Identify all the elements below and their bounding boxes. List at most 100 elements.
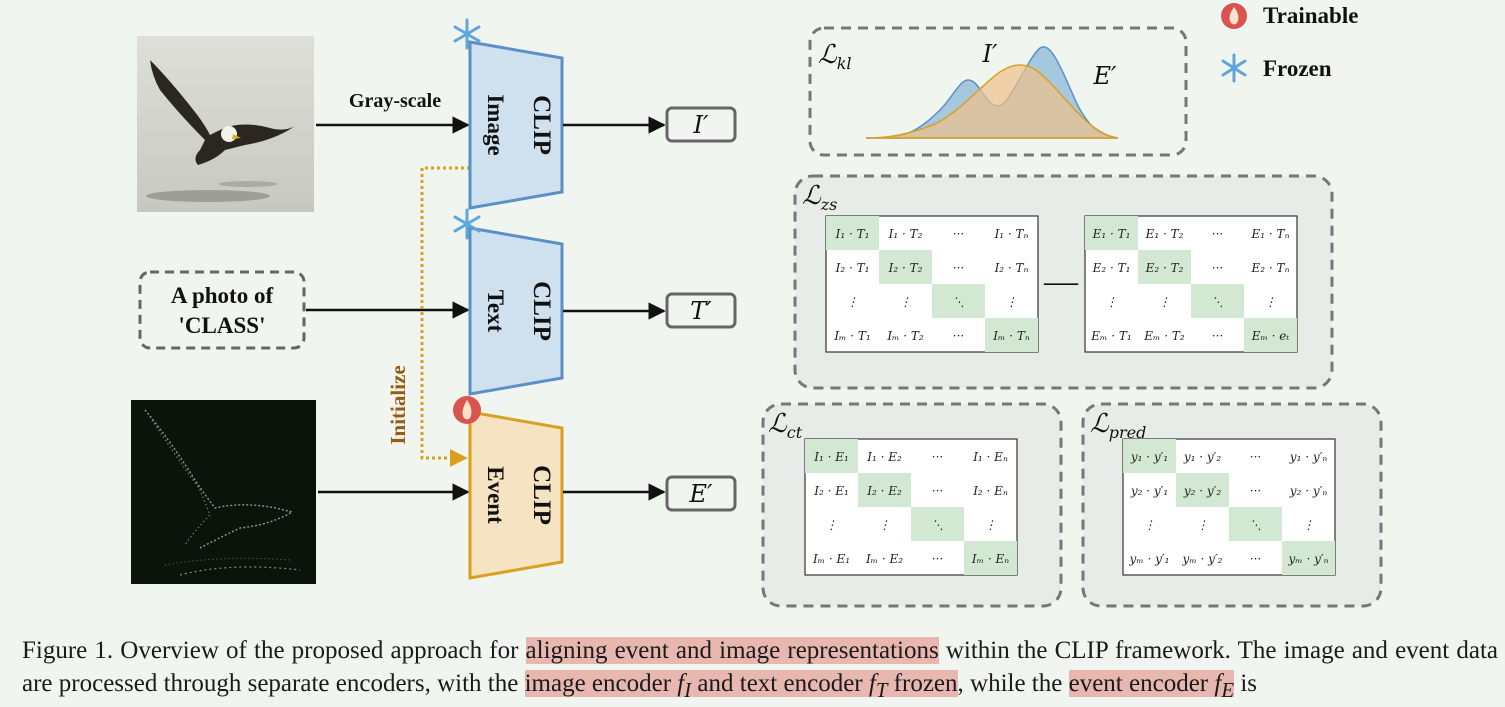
matrix-diagonal-cell xyxy=(1123,439,1176,473)
matrix-cell: Iₘ · E₂ xyxy=(865,552,903,566)
matrix-cell: I₁ · E₁ xyxy=(813,450,849,464)
prompt-line-2: 'CLASS' xyxy=(179,313,266,338)
output-image-label: I′ xyxy=(693,111,709,139)
caption-highlight: aligning event and image representations xyxy=(525,637,939,664)
matrix-frame xyxy=(825,215,1039,353)
clip-event-label-1: CLIP xyxy=(528,465,555,525)
matrix-diagonal-cell xyxy=(805,439,858,473)
matrix-cell: y₂ · y′₁ xyxy=(1130,484,1168,498)
legend-trainable: Trainable xyxy=(1221,3,1358,29)
minus-sign: — xyxy=(1043,263,1079,300)
matrix-cell: I₂ · E₂ xyxy=(866,484,902,498)
kl-distribution-event xyxy=(865,64,1119,139)
matrix-cell: ··· xyxy=(1250,552,1261,566)
matrix-cell: ··· xyxy=(1212,329,1223,343)
snowflake-icon xyxy=(453,208,481,240)
matrix-cell: ⋮ xyxy=(1265,295,1277,309)
matrix-cell: Iₘ · T₂ xyxy=(886,329,924,343)
kl-label-image: I′ xyxy=(982,40,998,68)
matrix-cell: I₂ · Eₙ xyxy=(972,484,1008,498)
matrix-diagonal-cell xyxy=(1282,541,1335,575)
matrix-cell: ··· xyxy=(953,261,964,275)
matrix-cell: yₘ · y′₁ xyxy=(1129,552,1170,566)
initialize-label: Initialize xyxy=(386,365,410,444)
matrix-cell: ⋮ xyxy=(826,518,838,532)
matrix-cell: ··· xyxy=(953,329,964,343)
output-text-label: T′ xyxy=(690,297,712,325)
matrix-cell: ⋮ xyxy=(900,295,912,309)
matrix-cell: y₂ · y′₂ xyxy=(1183,484,1222,498)
matrix-cell: Eₘ · T₂ xyxy=(1143,329,1185,343)
output-event-label: E′ xyxy=(689,480,714,508)
matrix-cell: ··· xyxy=(1250,484,1261,498)
flame-icon xyxy=(453,396,481,424)
clip-image-encoder xyxy=(468,40,564,210)
caption-text: , while the xyxy=(957,670,1069,697)
matrix-diagonal-cell xyxy=(858,473,911,507)
matrix-diagonal-cell xyxy=(985,318,1038,352)
clip-event-encoder xyxy=(468,410,564,580)
matrix-cell: yₘ · y′₂ xyxy=(1182,552,1223,566)
grayscale-label: Gray-scale xyxy=(349,90,441,112)
kl-loss-panel xyxy=(808,26,1188,157)
matrix-diagonal-cell xyxy=(911,507,964,541)
matrix-frame xyxy=(1084,215,1298,353)
clip-event-label-2: Event xyxy=(483,466,508,524)
legend-trainable-label: Trainable xyxy=(1263,3,1358,28)
matrix-cell: E₂ · Tₙ xyxy=(1251,261,1290,275)
matrix-cell: Iₘ · Tₙ xyxy=(992,329,1030,343)
matrix-diagonal-cell xyxy=(1085,216,1138,250)
matrix-diagonal-cell xyxy=(879,250,932,284)
kl-label-event: E′ xyxy=(1093,62,1118,90)
snowflake-icon xyxy=(1221,53,1247,83)
clip-text-encoder xyxy=(468,226,564,396)
matrix-diagonal-cell xyxy=(932,284,985,318)
matrix-cell: ⋮ xyxy=(1006,295,1018,309)
matrix-cell: ⋱ xyxy=(932,518,944,532)
matrix-diagonal-cell xyxy=(1229,507,1282,541)
matrix-cell: I₂ · T₁ xyxy=(835,261,870,275)
matrix-cell: I₂ · E₁ xyxy=(813,484,849,498)
matrix-diagonal-cell xyxy=(1244,318,1297,352)
matrix-cell: Iₘ · T₁ xyxy=(833,329,870,343)
matrix-cell: ··· xyxy=(932,552,943,566)
matrix-diagonal-cell xyxy=(1176,473,1229,507)
matrix-frame xyxy=(1122,438,1336,576)
matrix-diagonal-cell xyxy=(1191,284,1244,318)
pred-loss-title: ℒpred xyxy=(1090,409,1146,442)
event-image xyxy=(131,400,316,584)
matrix-cell: y₁ · y′₂ xyxy=(1183,450,1222,464)
matrix-cell: y₁ · y′ₙ xyxy=(1289,450,1328,464)
matrix-cell: ⋱ xyxy=(953,295,965,309)
initialize-path xyxy=(420,166,470,467)
clip-image-label-1: CLIP xyxy=(528,95,555,155)
matrix-cell: I₁ · Tₙ xyxy=(994,227,1029,241)
matrix-cell: ··· xyxy=(932,450,943,464)
matrix-cell: I₂ · T₂ xyxy=(888,261,923,275)
matrix-diagonal-cell xyxy=(1138,250,1191,284)
legend-frozen-label: Frozen xyxy=(1263,56,1332,81)
caption-text: is xyxy=(1234,670,1257,697)
caption-highlight: event encoder fE xyxy=(1068,670,1235,702)
caption-text: within the CLIP framework. The image and… xyxy=(22,637,1498,697)
matrix-diagonal-cell xyxy=(964,541,1017,575)
output-box-image xyxy=(665,106,737,143)
clip-text-label-2: Text xyxy=(483,290,508,333)
matrix-cell: E₂ · T₁ xyxy=(1092,261,1131,275)
legend-frozen: Frozen xyxy=(1221,53,1332,83)
matrix-cell: ⋱ xyxy=(1212,295,1224,309)
prompt-line-1: A photo of xyxy=(171,283,274,308)
prompt-box xyxy=(138,270,306,350)
matrix-cell: E₁ · Tₙ xyxy=(1251,227,1290,241)
matrix-cell: E₂ · T₂ xyxy=(1145,261,1184,275)
zs-loss-title: ℒzs xyxy=(802,181,837,214)
matrix-cell: E₁ · T₂ xyxy=(1145,227,1184,241)
matrix-cell: ⋮ xyxy=(985,518,997,532)
matrix-cell: Iₘ · Eₙ xyxy=(971,552,1009,566)
matrix-cell: I₁ · T₁ xyxy=(835,227,870,241)
matrix-cell: ⋮ xyxy=(1106,295,1118,309)
matrix-cell: ··· xyxy=(932,484,943,498)
